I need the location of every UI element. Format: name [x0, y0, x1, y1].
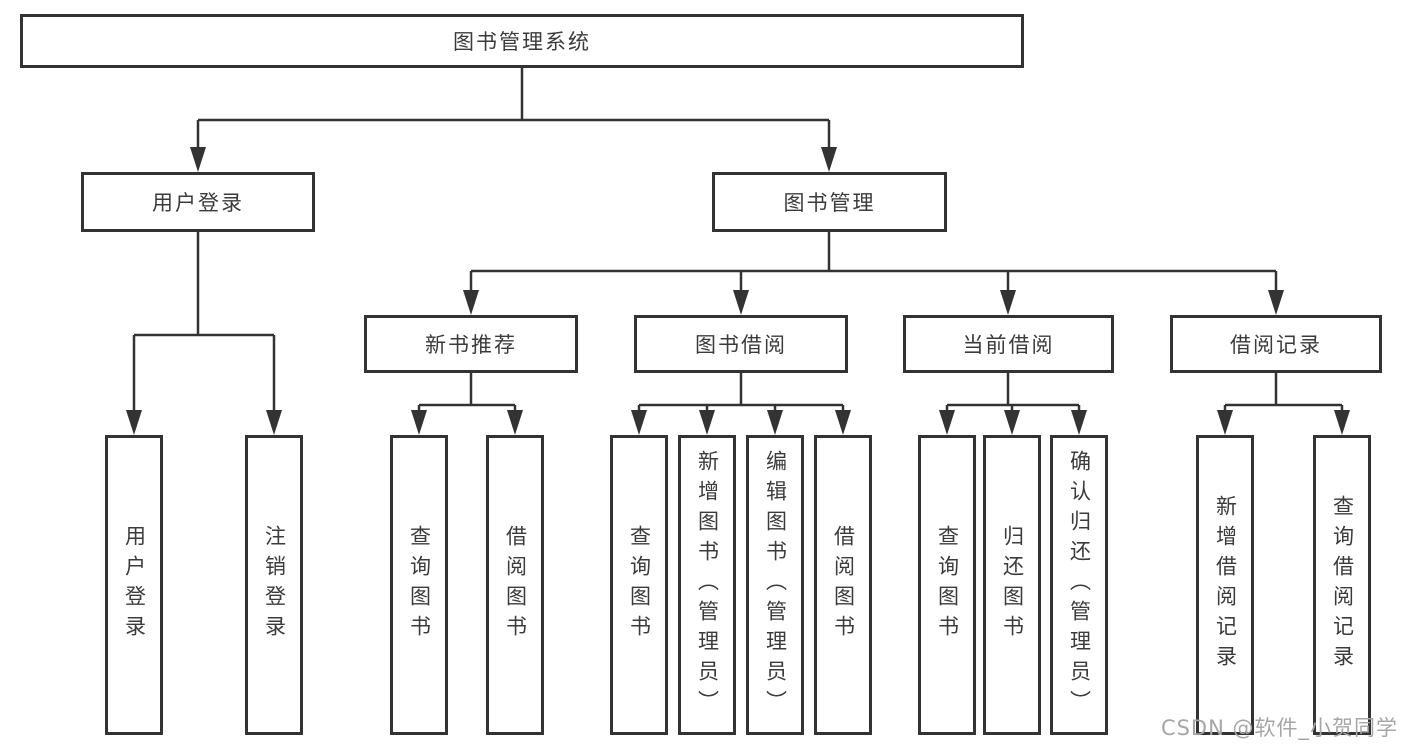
arrowhead: [631, 410, 647, 435]
leaf-query-books-current: 查询图书: [918, 435, 976, 735]
node-book-borrowing: 图书借阅: [634, 315, 848, 373]
leaf-label: 新增图书（管理员）: [695, 450, 720, 720]
node-new-book-recommend: 新书推荐: [364, 315, 578, 373]
arrowhead: [699, 410, 715, 435]
node-current-borrowing: 当前借阅: [903, 315, 1114, 373]
arrowhead: [1071, 410, 1087, 435]
arrowhead: [1217, 410, 1233, 435]
arrowhead: [266, 410, 282, 435]
arrowhead: [1334, 410, 1350, 435]
leaf-add-book-admin: 新增图书（管理员）: [678, 435, 736, 735]
leaf-borrow-books-borrowing: 借阅图书: [814, 435, 872, 735]
arrowhead-group: [126, 147, 1350, 435]
leaf-label: 用户登录: [122, 525, 147, 645]
leaf-label: 查询图书: [935, 525, 960, 645]
leaf-label: 归还图书: [1000, 525, 1025, 645]
leaf-label: 查询借阅记录: [1330, 495, 1355, 675]
arrowhead: [507, 410, 523, 435]
arrowhead: [733, 290, 749, 315]
node-user-login: 用户登录: [81, 172, 315, 232]
csdn-watermark: CSDN @软件_小贺同学: [1160, 716, 1398, 740]
leaf-user-login: 用户登录: [105, 435, 163, 735]
leaf-confirm-return-admin: 确认归还（管理员）: [1050, 435, 1108, 735]
arrowhead: [939, 410, 955, 435]
leaf-edit-book-admin: 编辑图书（管理员）: [746, 435, 804, 735]
node-book-management: 图书管理: [712, 172, 947, 232]
leaf-label: 编辑图书（管理员）: [763, 450, 788, 720]
leaf-borrow-books-recommend: 借阅图书: [486, 435, 544, 735]
leaf-return-books: 归还图书: [983, 435, 1041, 735]
arrowhead: [821, 147, 837, 172]
arrowhead: [1004, 410, 1020, 435]
leaf-label: 注销登录: [262, 525, 287, 645]
node-library-management-system: 图书管理系统: [20, 14, 1024, 68]
leaf-logout: 注销登录: [245, 435, 303, 735]
connector-lines: [132, 68, 1344, 425]
leaf-query-books-borrowing: 查询图书: [610, 435, 668, 735]
leaf-add-borrow-record: 新增借阅记录: [1196, 435, 1254, 735]
arrowhead: [1268, 290, 1284, 315]
arrowhead: [1000, 290, 1016, 315]
leaf-query-borrow-record: 查询借阅记录: [1313, 435, 1371, 735]
leaf-query-books-recommend: 查询图书: [390, 435, 448, 735]
arrowhead: [767, 410, 783, 435]
arrowhead: [190, 147, 206, 172]
arrowhead: [835, 410, 851, 435]
leaf-label: 借阅图书: [831, 525, 856, 645]
leaf-label: 借阅图书: [503, 525, 528, 645]
leaf-label: 确认归还（管理员）: [1067, 450, 1092, 720]
arrowhead: [126, 410, 142, 435]
node-borrow-records: 借阅记录: [1170, 315, 1382, 373]
leaf-label: 新增借阅记录: [1213, 495, 1238, 675]
arrowhead: [411, 410, 427, 435]
arrowhead: [463, 290, 479, 315]
leaf-label: 查询图书: [407, 525, 432, 645]
leaf-label: 查询图书: [627, 525, 652, 645]
